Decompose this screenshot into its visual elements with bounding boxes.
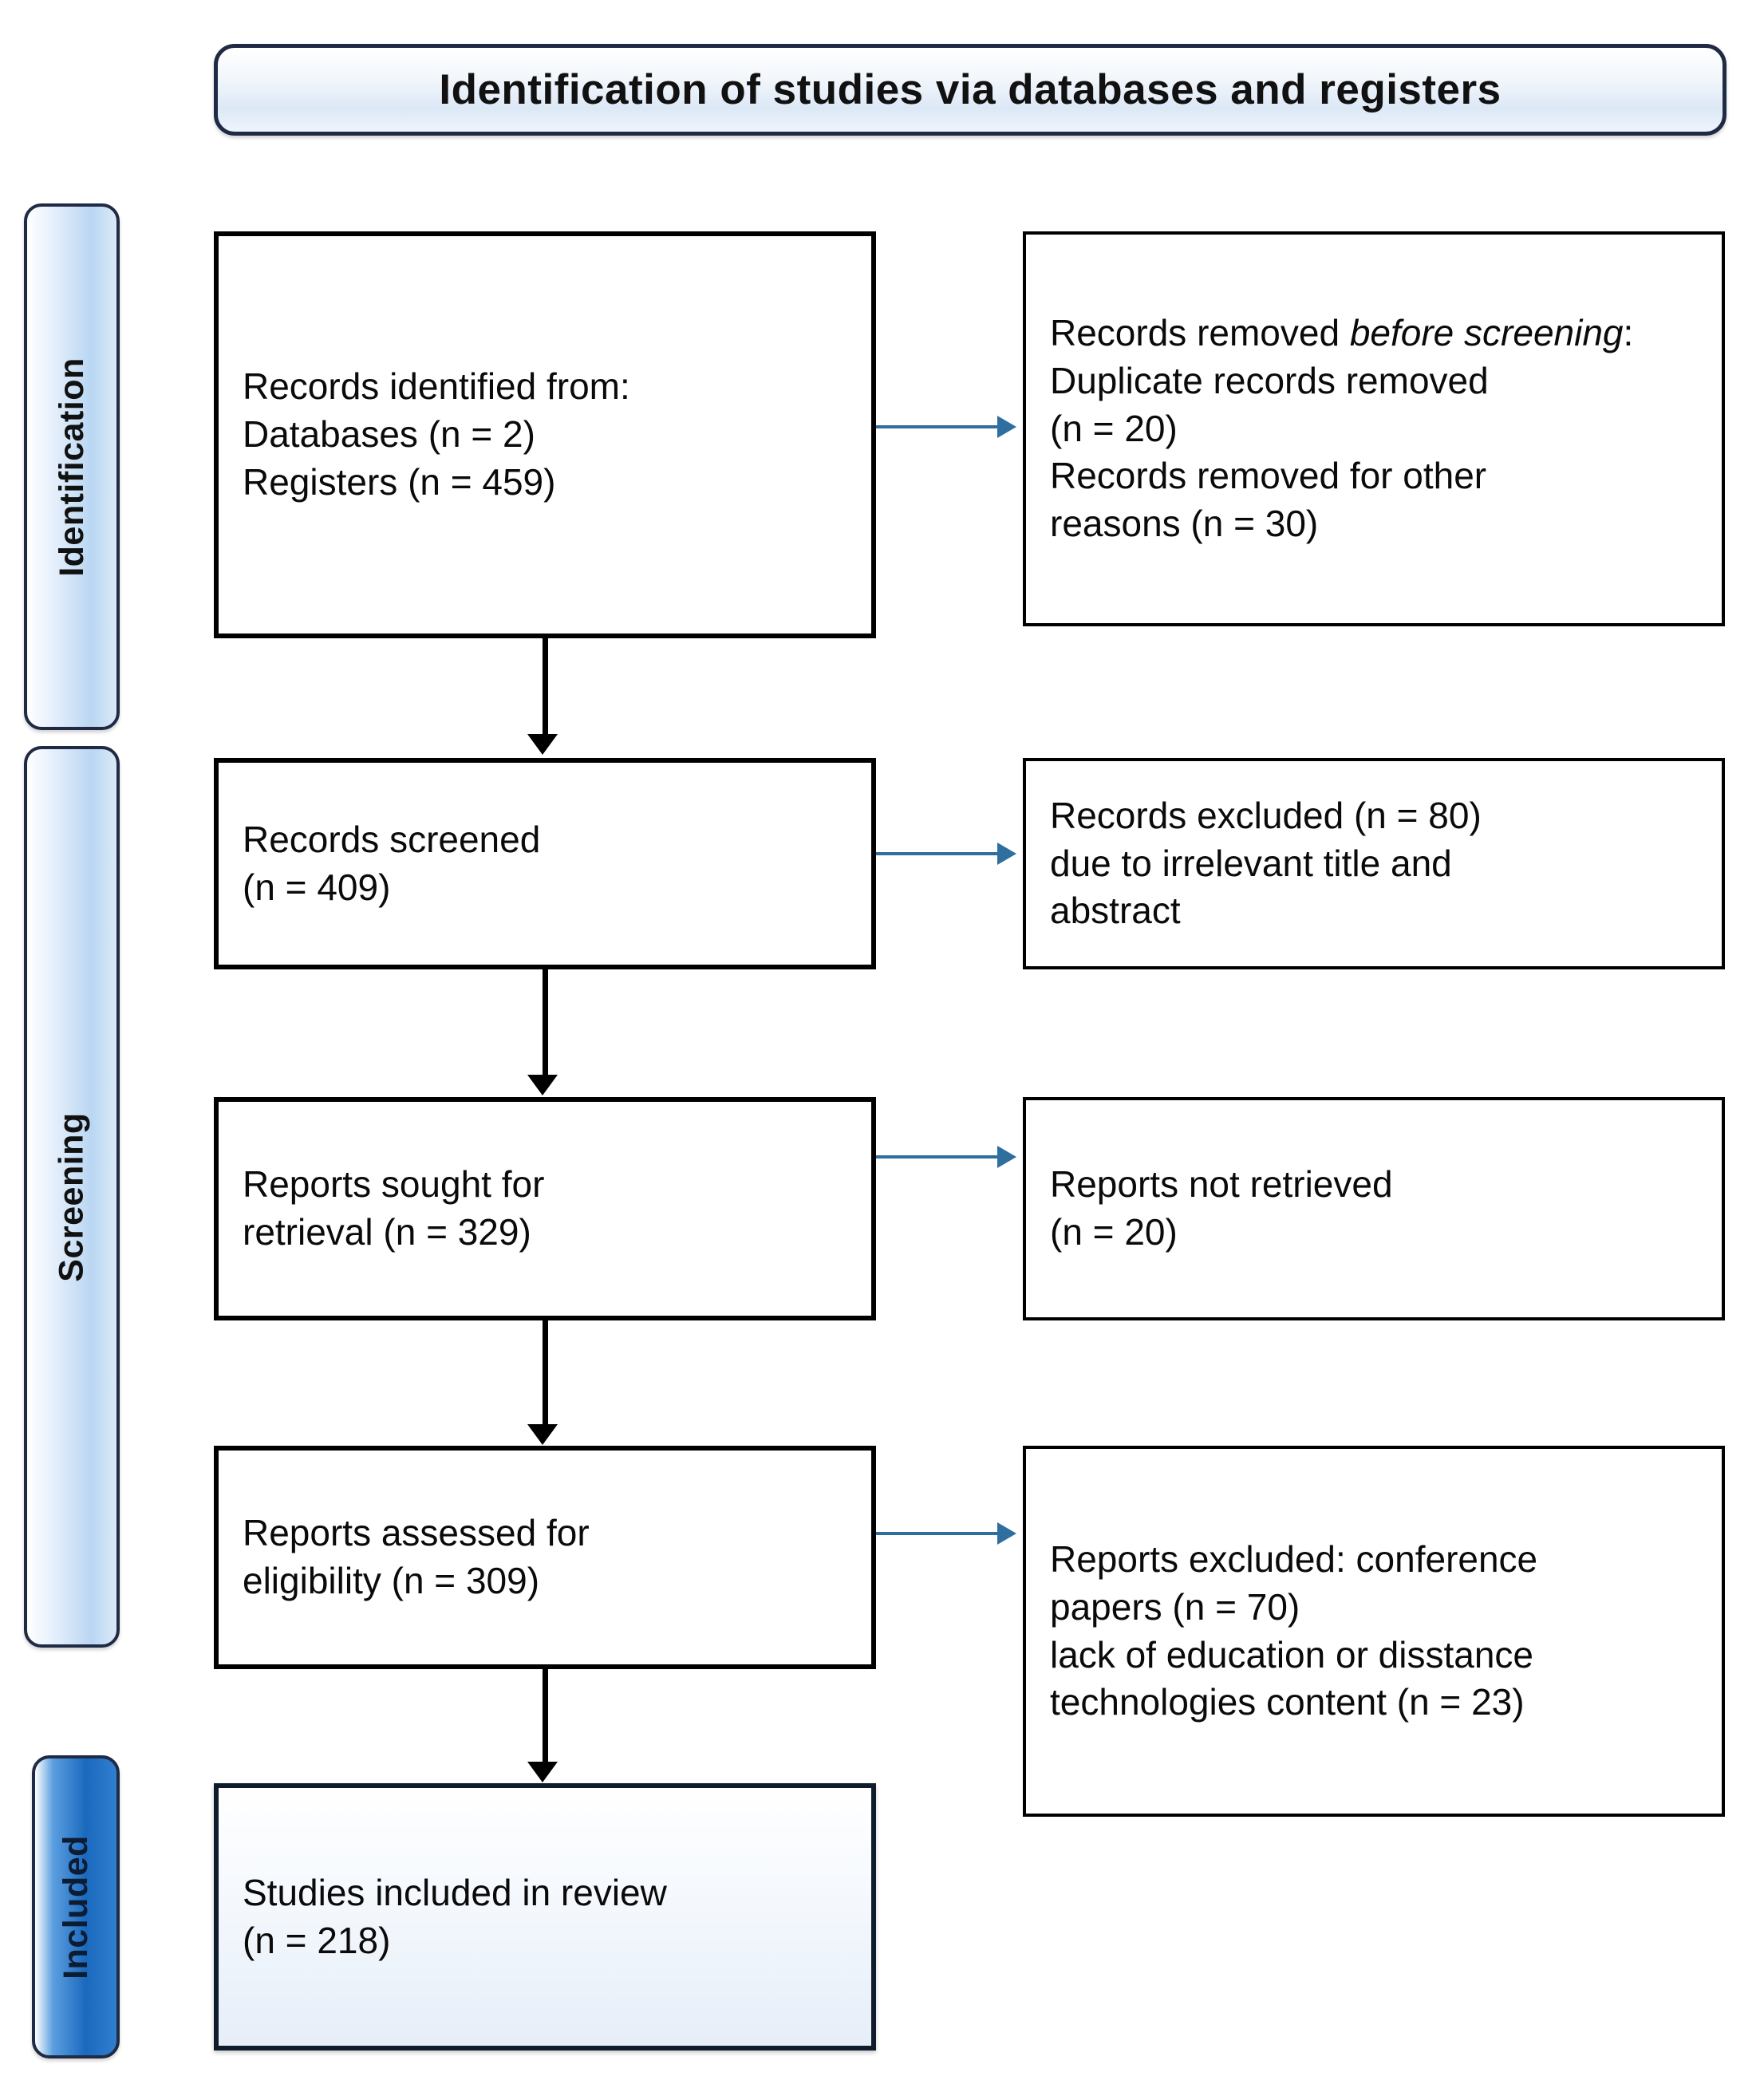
- connector-sought-to-assessed-arrow: [527, 1424, 558, 1445]
- connector-identified-to-screened-arrow: [527, 734, 558, 755]
- node-reports-sought-for-retrieval: Reports sought for retrieval (n = 329): [214, 1097, 876, 1320]
- diagram-header-banner: Identification of studies via databases …: [214, 44, 1727, 136]
- node-records-screened-text: Records screened (n = 409): [243, 818, 541, 908]
- connector-assessed-to-excluded2-line: [876, 1532, 1004, 1535]
- connector-screened-to-excluded-arrow: [997, 843, 1016, 865]
- node-studies-included-text: Studies included in review (n = 218): [243, 1871, 667, 1961]
- node-studies-included-in-review: Studies included in review (n = 218): [214, 1783, 876, 2051]
- node-records-excluded: Records excluded (n = 80) due to irrelev…: [1023, 758, 1725, 969]
- stage-bar-screening: Screening: [24, 746, 120, 1648]
- connector-assessed-to-excluded2-arrow: [997, 1522, 1016, 1545]
- node-records-identified-text: Records identified from: Databases (n = …: [243, 365, 630, 503]
- connector-screened-to-sought-arrow: [527, 1075, 558, 1095]
- connector-sought-to-assessed-line: [543, 1320, 548, 1424]
- node-reports-sought-text: Reports sought for retrieval (n = 329): [243, 1163, 545, 1253]
- stage-label-included: Included: [56, 1834, 95, 1980]
- node-records-removed-text: Records removed before screening: Duplic…: [1050, 310, 1698, 548]
- connector-assessed-to-included-arrow: [527, 1762, 558, 1782]
- node-reports-not-retrieved: Reports not retrieved (n = 20): [1023, 1097, 1725, 1320]
- node-reports-excluded-text: Reports excluded: conference papers (n =…: [1050, 1537, 1538, 1723]
- node-records-identified: Records identified from: Databases (n = …: [214, 231, 876, 638]
- node-reports-not-retrieved-text: Reports not retrieved (n = 20): [1050, 1163, 1393, 1253]
- stage-bar-included: Included: [32, 1755, 120, 2058]
- connector-assessed-to-included-line: [543, 1669, 548, 1762]
- connector-screened-to-excluded-line: [876, 852, 1004, 855]
- connector-identified-to-screened-line: [543, 638, 548, 736]
- connector-identified-to-removed-line: [876, 425, 1004, 428]
- connector-identified-to-removed-arrow: [997, 416, 1016, 438]
- node-reports-assessed-text: Reports assessed for eligibility (n = 30…: [243, 1512, 590, 1601]
- stage-label-identification: Identification: [52, 357, 91, 577]
- connector-sought-to-notretrieved-line: [876, 1155, 1004, 1158]
- node-reports-assessed-for-eligibility: Reports assessed for eligibility (n = 30…: [214, 1446, 876, 1669]
- connector-screened-to-sought-line: [543, 969, 548, 1075]
- removed-rest: Duplicate records removed (n = 20) Recor…: [1050, 359, 1489, 545]
- diagram-title: Identification of studies via databases …: [439, 66, 1502, 113]
- node-records-excluded-text: Records excluded (n = 80) due to irrelev…: [1050, 794, 1482, 932]
- removed-lead: Records removed: [1050, 312, 1350, 353]
- removed-lead-italic: before screening: [1349, 312, 1624, 353]
- connector-sought-to-notretrieved-arrow: [997, 1146, 1016, 1168]
- removed-lead-colon: :: [1623, 312, 1634, 353]
- stage-bar-identification: Identification: [24, 203, 120, 730]
- stage-label-screening: Screening: [52, 1111, 91, 1282]
- node-reports-excluded: Reports excluded: conference papers (n =…: [1023, 1446, 1725, 1817]
- node-records-screened: Records screened (n = 409): [214, 758, 876, 969]
- node-records-removed-before-screening: Records removed before screening: Duplic…: [1023, 231, 1725, 626]
